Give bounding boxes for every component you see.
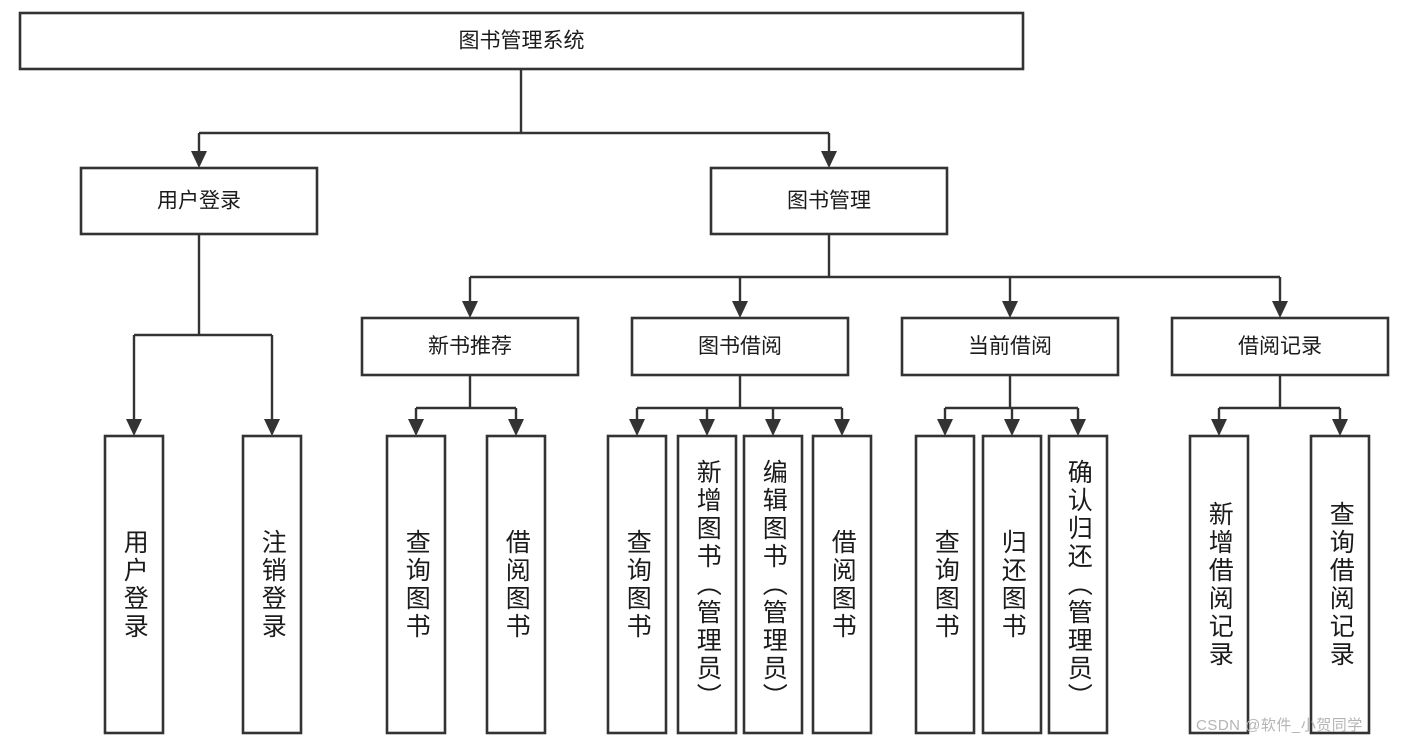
arrow-head-icon [1211, 419, 1227, 436]
arrow-head-icon [1002, 301, 1018, 318]
arrow-head-icon [191, 151, 207, 168]
arrow-head-icon [126, 419, 142, 436]
arrow-head-icon [765, 419, 781, 436]
level3-node-label-2: 当前借阅 [968, 335, 1052, 358]
arrow-head-icon [462, 301, 478, 318]
level2-node-label-0: 用户登录 [157, 190, 241, 213]
leaf-node-box-4[interactable] [606, 434, 668, 735]
level3-node-box-3[interactable] [1170, 316, 1390, 377]
arrow-head-icon [1070, 419, 1086, 436]
level3-node-label-0: 新书推荐 [428, 335, 512, 358]
arrow-head-icon [408, 419, 424, 436]
level2-node-box-1[interactable] [709, 166, 949, 236]
leaf-node-box-9[interactable] [981, 434, 1043, 735]
level3-node-box-0[interactable] [360, 316, 580, 377]
level3-node-box-1[interactable] [630, 316, 850, 377]
arrow-head-icon [264, 419, 280, 436]
boxes-layer [18, 11, 1390, 735]
leaf-node-box-10[interactable] [1047, 434, 1109, 735]
level3-node-label-3: 借阅记录 [1238, 335, 1322, 358]
arrow-head-icon [1004, 419, 1020, 436]
watermark: CSDN @软件_小贺同学 [1196, 717, 1363, 734]
level2-node-box-0[interactable] [79, 166, 319, 236]
arrow-head-icon [508, 419, 524, 436]
leaf-node-box-12[interactable] [1309, 434, 1371, 735]
leaf-node-box-2[interactable] [385, 434, 447, 735]
connectors-layer [126, 69, 1348, 436]
arrow-head-icon [937, 419, 953, 436]
leaf-node-box-8[interactable] [914, 434, 976, 735]
leaf-node-box-0[interactable] [103, 434, 165, 735]
arrow-head-icon [699, 419, 715, 436]
arrow-head-icon [1332, 419, 1348, 436]
root-node-label: 图书管理系统 [459, 30, 585, 53]
leaf-node-box-6[interactable] [742, 434, 804, 735]
leaf-node-box-3[interactable] [485, 434, 547, 735]
arrow-head-icon [629, 419, 645, 436]
level2-node-label-1: 图书管理 [787, 190, 871, 213]
leaf-node-box-5[interactable] [676, 434, 738, 735]
level3-node-label-1: 图书借阅 [698, 335, 782, 358]
arrow-head-icon [834, 419, 850, 436]
leaf-node-box-11[interactable] [1188, 434, 1250, 735]
arrow-head-icon [732, 301, 748, 318]
level3-node-box-2[interactable] [900, 316, 1120, 377]
arrow-head-icon [1272, 301, 1288, 318]
leaf-node-box-1[interactable] [241, 434, 303, 735]
leaf-node-box-7[interactable] [811, 434, 873, 735]
root-node-box[interactable] [18, 11, 1025, 71]
arrow-head-icon [821, 151, 837, 168]
